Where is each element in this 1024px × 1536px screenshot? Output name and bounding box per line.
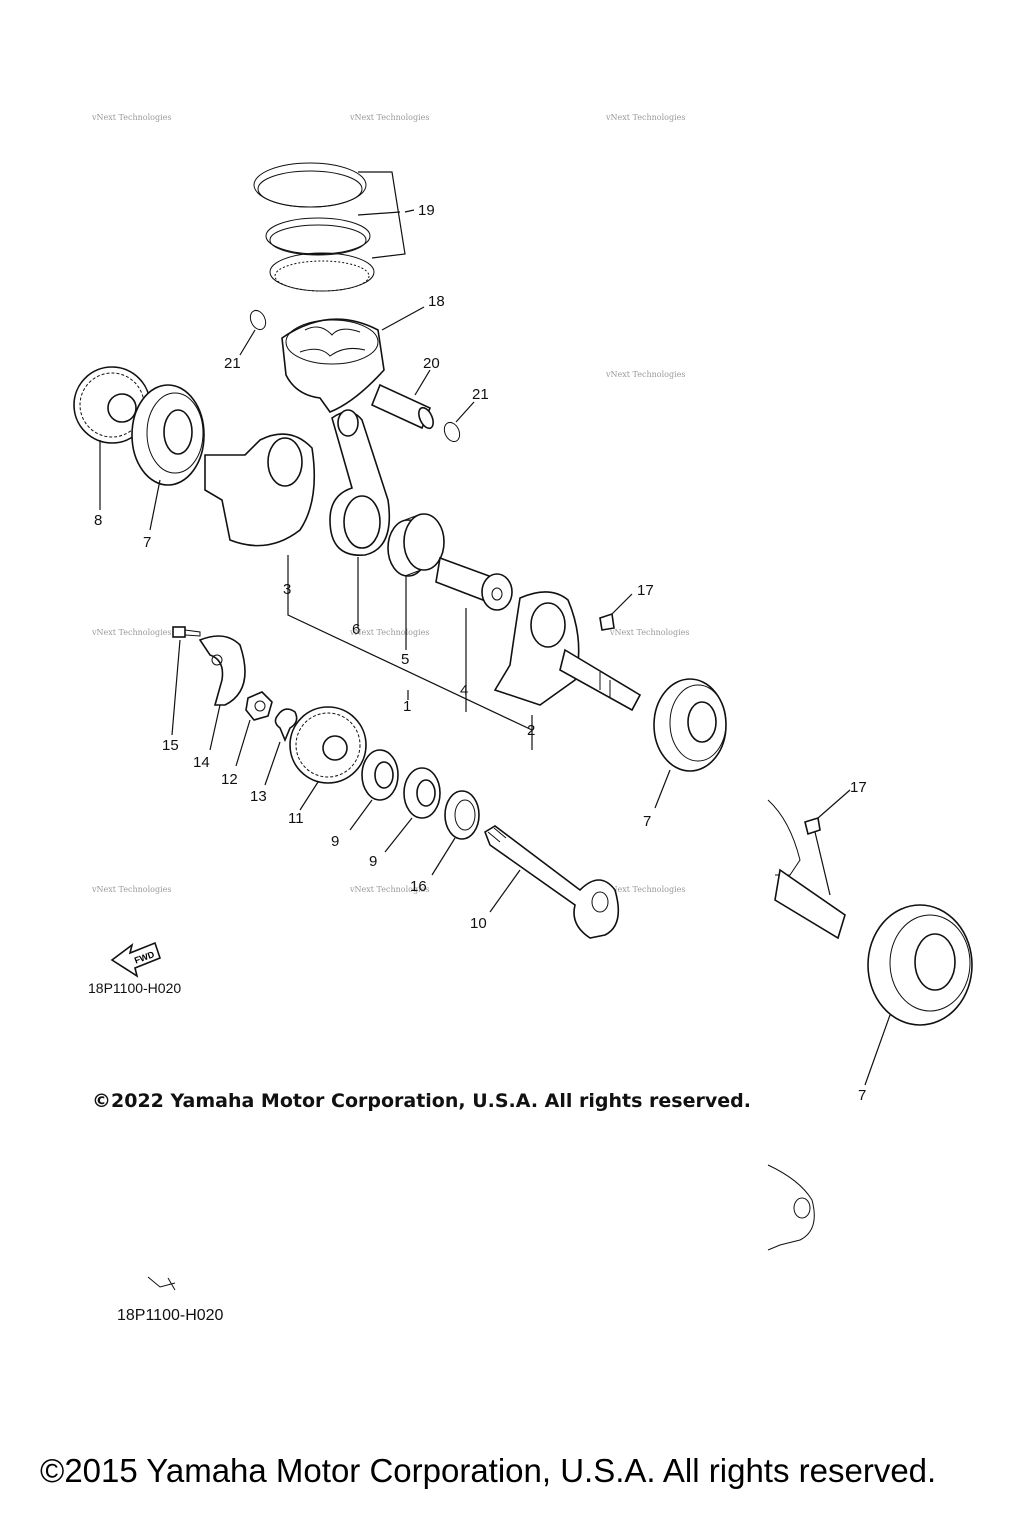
needle-bearing: [444, 790, 480, 840]
callout-8: 8: [94, 512, 102, 529]
primary-drive-gear: [73, 366, 151, 444]
fwd-arrow-icon: FWD: [110, 941, 161, 978]
bearing: [361, 749, 399, 801]
callout-5: 5: [401, 651, 409, 668]
needle-bearing: [387, 513, 445, 577]
diagram-code: 18P1100-H020: [88, 980, 182, 996]
crankshaft-left-web: [204, 433, 316, 547]
callout-17: 17: [637, 582, 654, 599]
watermark: vNext Technologies: [91, 885, 171, 894]
callout-16: 16: [410, 878, 427, 895]
bearing: [131, 384, 205, 486]
balancer-weight: [198, 635, 246, 706]
piston: [281, 318, 385, 413]
callout-14: 14: [193, 754, 210, 771]
connecting-rod: [329, 409, 391, 556]
legacy-overlay-fragment: [147, 789, 973, 1291]
callout-9: 9: [369, 853, 377, 870]
balancer-drive-gear: [289, 706, 367, 784]
bearing: [653, 678, 727, 772]
callout-13: 13: [250, 788, 267, 805]
piston-pin: [370, 383, 434, 430]
callout-21: 21: [224, 355, 241, 372]
callout-4: 4: [460, 682, 468, 699]
balancer-shaft: [484, 825, 620, 939]
crankshaft-right-web: [493, 591, 642, 712]
copyright-2015: ©2015 Yamaha Motor Corporation, U.S.A. A…: [40, 1452, 937, 1489]
callout-9: 9: [331, 833, 339, 850]
watermark: vNext Technologies: [605, 113, 685, 122]
bolt: [172, 626, 201, 638]
watermark: vNext Technologies: [605, 370, 685, 379]
callout-21: 21: [472, 386, 489, 403]
callout-3: 3: [283, 581, 291, 598]
callout-6: 6: [352, 621, 360, 638]
callout-18: 18: [428, 293, 445, 310]
watermark: vNext Technologies: [91, 628, 171, 637]
watermark: vNext Technologies: [605, 885, 685, 894]
callout-15: 15: [162, 737, 179, 754]
watermark: vNext Technologies: [609, 628, 689, 637]
callout-7: 7: [643, 813, 651, 830]
nut: [245, 691, 273, 721]
callout-11: 11: [288, 810, 304, 827]
watermark-group: vNext Technologies vNext Technologies vN…: [91, 113, 689, 894]
watermark: vNext Technologies: [91, 113, 171, 122]
watermark: vNext Technologies: [349, 885, 429, 894]
piston-rings: [253, 162, 375, 292]
callout-12: 12: [221, 771, 238, 788]
crank-pin: [435, 556, 513, 611]
callout-19: 19: [418, 202, 435, 219]
watermark: vNext Technologies: [349, 628, 429, 637]
callout-20: 20: [423, 355, 440, 372]
lock-washer: [274, 708, 298, 743]
callout-17: 17: [850, 779, 867, 796]
bearing: [403, 767, 441, 819]
callout-1: 1: [403, 698, 411, 715]
callout-7: 7: [858, 1087, 866, 1104]
callout-labels: 19 18 21 20 21 8 7 3 6 5 4 1 2 17 7 15 1…: [94, 202, 867, 1104]
diagram-code-secondary: 18P1100-H020: [117, 1307, 224, 1324]
callout-10: 10: [470, 915, 487, 932]
callout-2: 2: [527, 722, 535, 739]
watermark: vNext Technologies: [349, 113, 429, 122]
callout-7: 7: [143, 534, 151, 551]
copyright-2022: ©2022 Yamaha Motor Corporation, U.S.A. A…: [92, 1090, 751, 1112]
